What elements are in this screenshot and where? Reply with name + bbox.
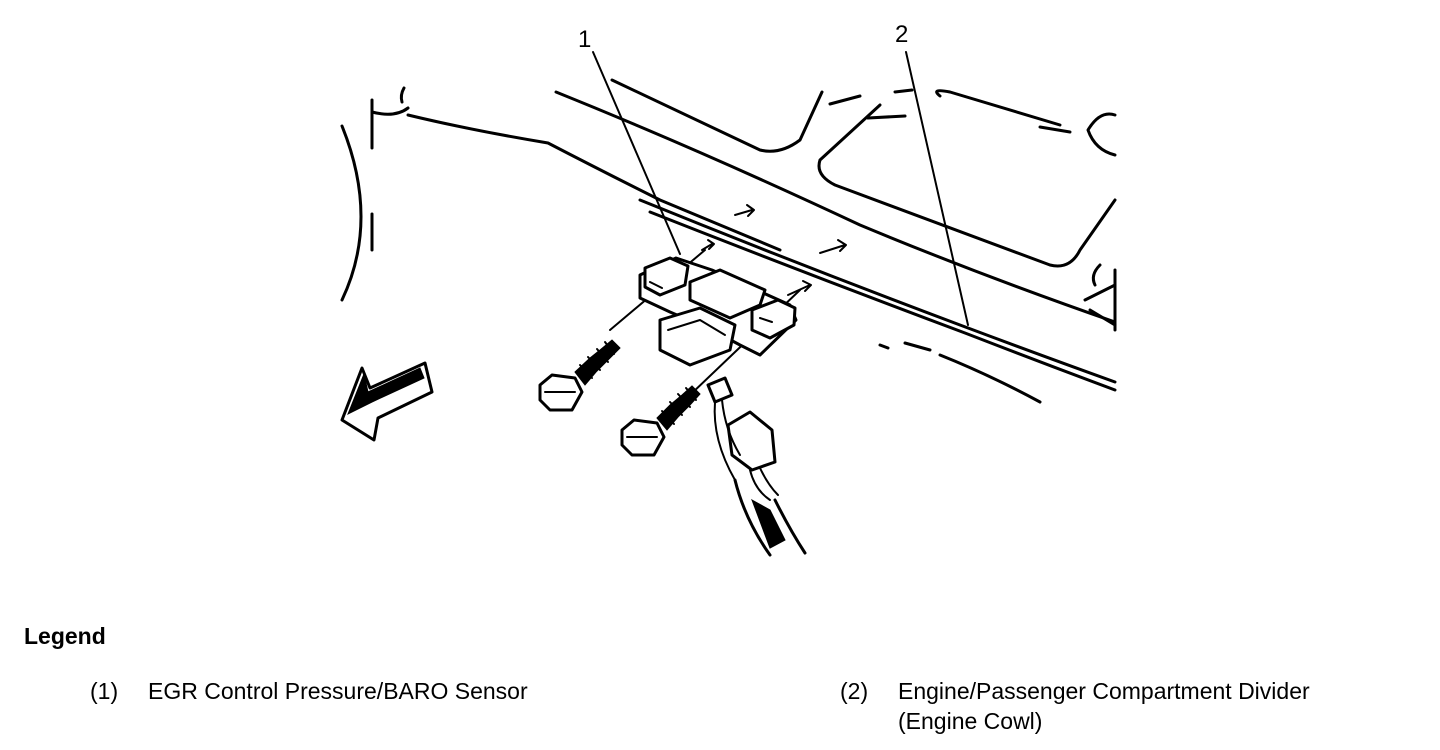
legend-item-line: Engine/Passenger Compartment Divider (898, 678, 1310, 704)
callout-1: 1 (578, 26, 591, 53)
baro-sensor (638, 256, 798, 367)
wiring-harness (706, 376, 807, 557)
legend-item-2: (2) Engine/Passenger Compartment Divider (… (840, 676, 1310, 736)
engine-cowl-outline (340, 78, 1117, 404)
leader-lines (592, 51, 969, 326)
legend-title: Legend (24, 623, 106, 649)
mounting-bolt-2 (620, 385, 701, 457)
legend-item-text: Engine/Passenger Compartment Divider (Eng… (898, 676, 1310, 736)
forward-arrow-icon (340, 361, 434, 442)
legend-item-line: EGR Control Pressure/BARO Sensor (148, 678, 528, 704)
legend-item-1: (1) EGR Control Pressure/BARO Sensor (90, 676, 528, 706)
mounting-bolt-1 (538, 339, 621, 412)
legend-item-text: EGR Control Pressure/BARO Sensor (148, 676, 528, 706)
illustration-svg: 1 2 (340, 21, 1117, 557)
legend-item-line: (Engine Cowl) (898, 708, 1043, 734)
callout-2: 2 (895, 21, 908, 48)
legend-item-number: (1) (90, 678, 119, 704)
sensor-location-illustration: 1 2 (340, 21, 1117, 557)
legend-item-number: (2) (840, 678, 869, 704)
